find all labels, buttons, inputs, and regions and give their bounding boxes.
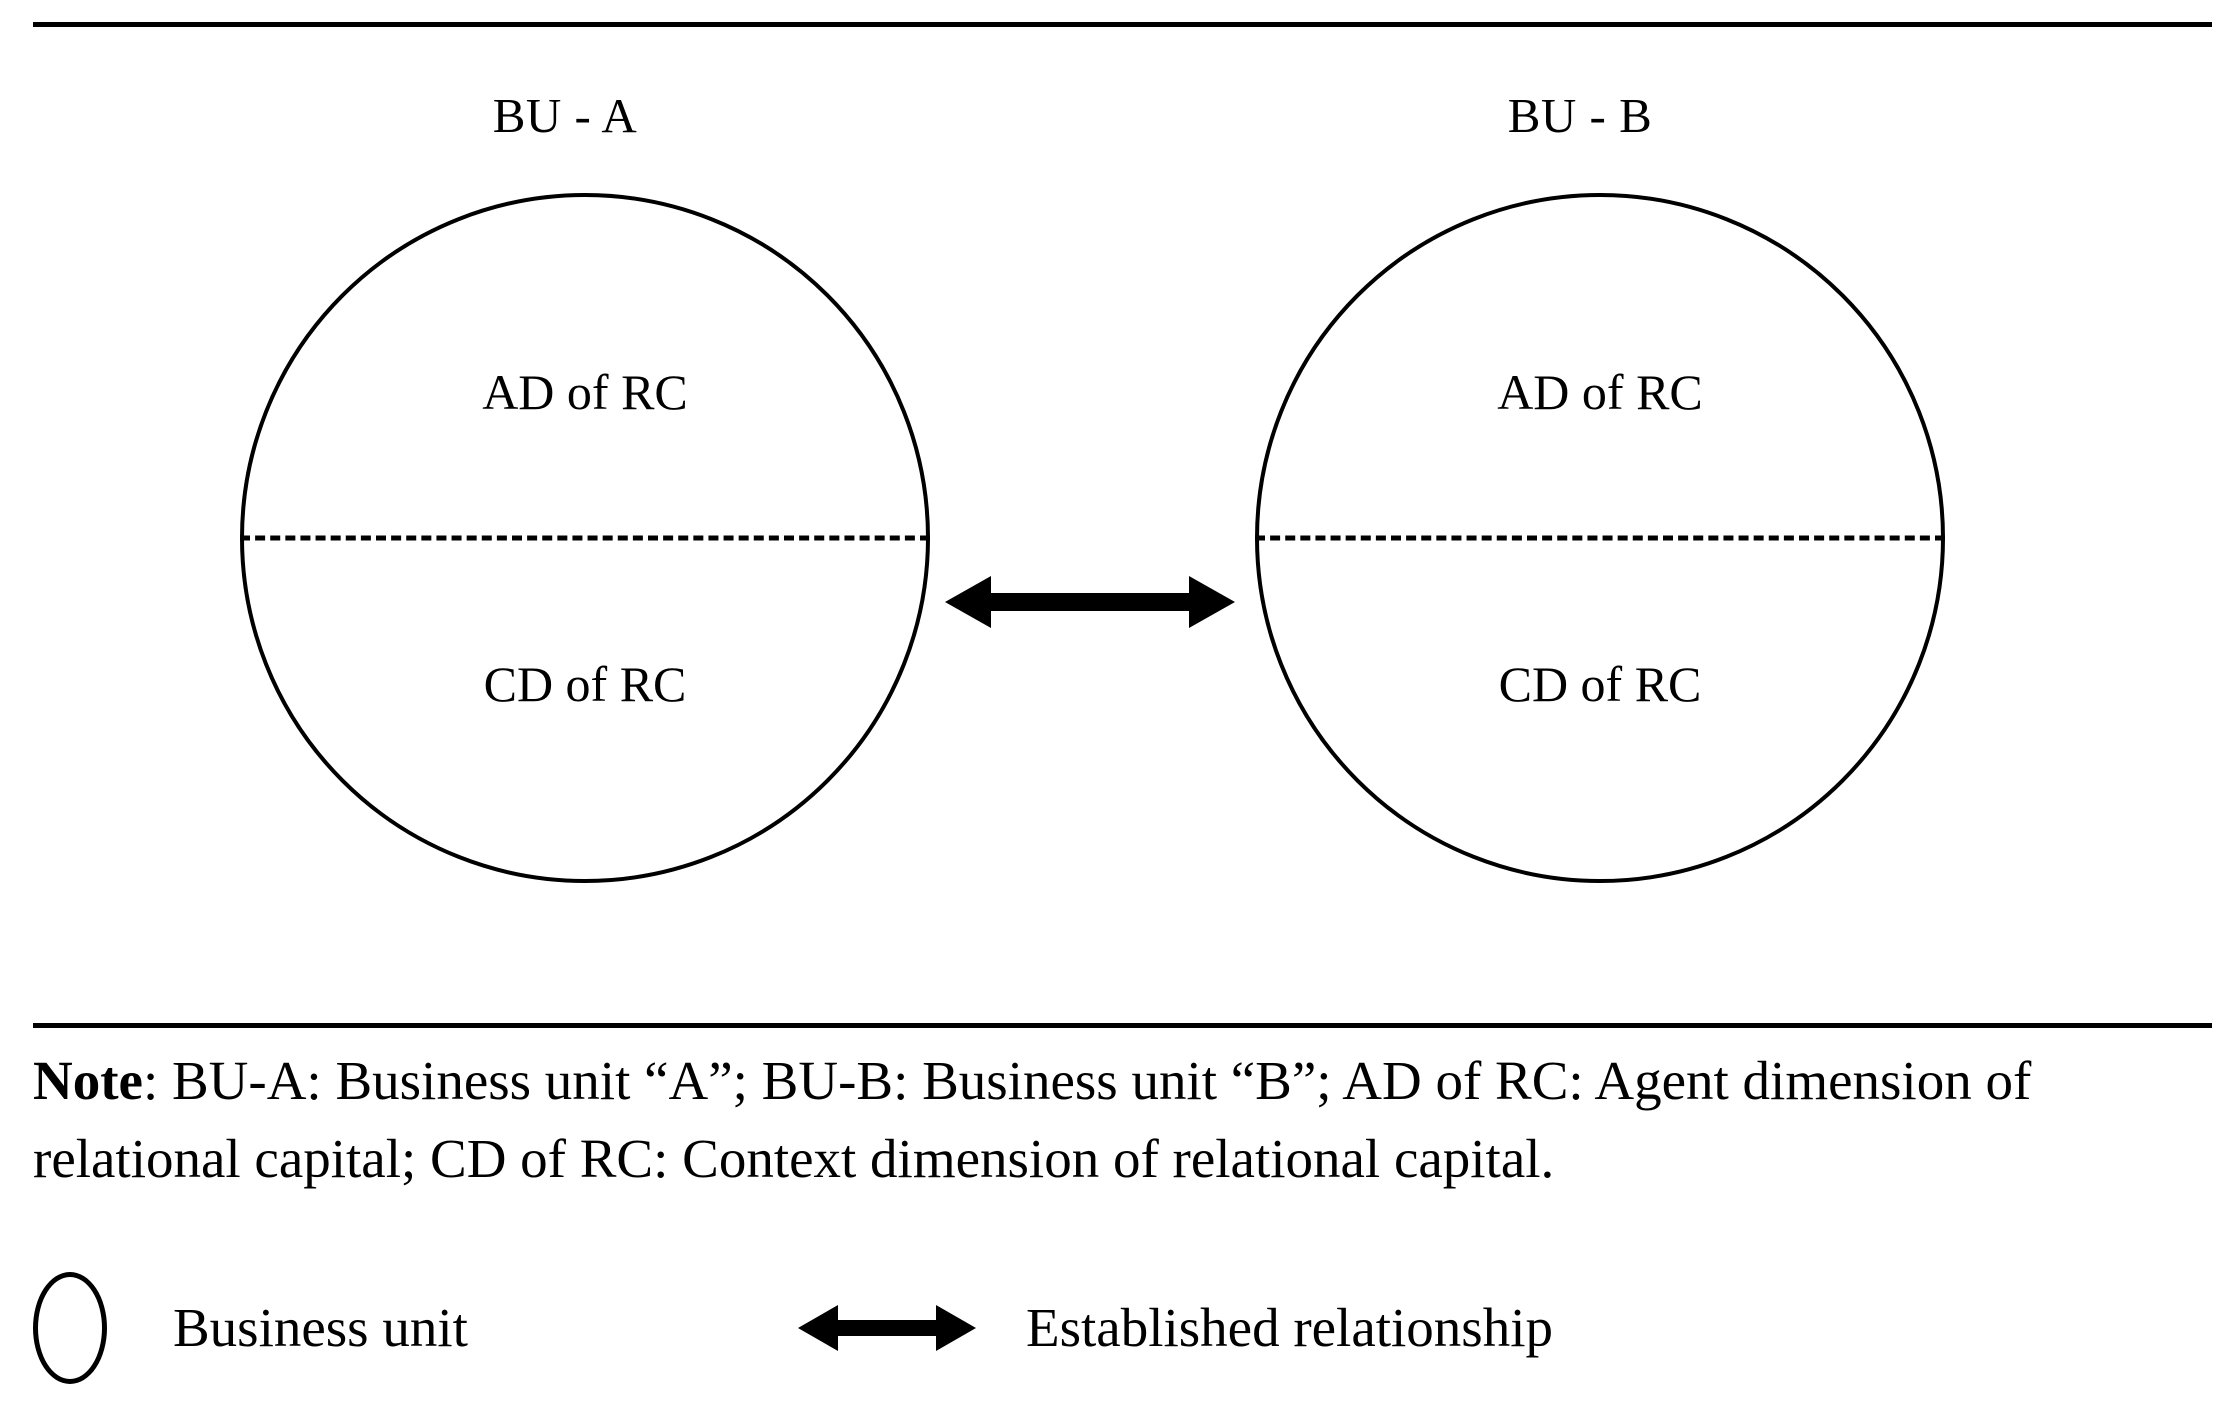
figure-diagram: BU - A AD of RC CD of RC BU - B AD of RC…: [0, 28, 2233, 1018]
note-block: Note: BU-A: Business unit “A”; BU-B: Bus…: [33, 1042, 2218, 1198]
note-separator: :: [142, 1050, 172, 1111]
note-body: BU-A: Business unit “A”; BU-B: Business …: [33, 1050, 2032, 1189]
legend: Business unit Established relationship: [33, 1258, 2218, 1398]
legend-item-established-relationship: Established relationship: [798, 1258, 1553, 1398]
business-unit-b-group: BU - B AD of RC CD of RC: [1230, 88, 1945, 948]
business-unit-b-upper-label: AD of RC: [1497, 364, 1703, 420]
business-unit-a-lower-label: CD of RC: [483, 656, 687, 712]
business-unit-a-upper-label: AD of RC: [482, 364, 688, 420]
middle-horizontal-rule: [33, 1023, 2212, 1028]
business-unit-b-label: BU - B: [1507, 88, 1653, 143]
business-unit-a-group: BU - A AD of RC CD of RC: [215, 88, 930, 948]
circle-icon: [33, 1272, 107, 1384]
dashed-divider-a: [240, 535, 930, 541]
double-headed-arrow-icon: [798, 1305, 976, 1351]
legend-label-established-relationship: Established relationship: [1026, 1297, 1553, 1358]
business-unit-a-label: BU - A: [492, 88, 638, 143]
relationship-arrow-wrap: [945, 571, 1235, 633]
business-unit-b-lower-label: CD of RC: [1498, 656, 1702, 712]
legend-label-business-unit: Business unit: [173, 1297, 468, 1358]
double-headed-arrow-icon: [945, 576, 1235, 628]
business-unit-b-circle-wrap: AD of RC CD of RC: [1255, 193, 1945, 883]
business-unit-a-circle-wrap: AD of RC CD of RC: [240, 193, 930, 883]
dashed-divider-b: [1255, 535, 1945, 541]
top-horizontal-rule: [33, 22, 2212, 27]
legend-item-business-unit: Business unit: [33, 1258, 468, 1398]
note-label: Note: [33, 1050, 143, 1111]
